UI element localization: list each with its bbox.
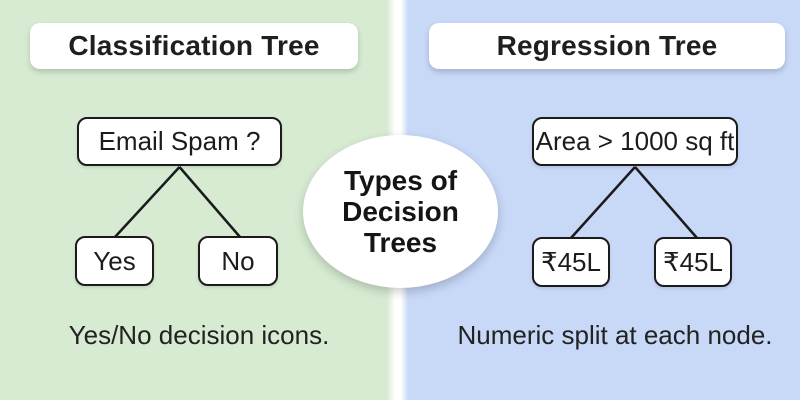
center-title-ellipse: Types of Decision Trees bbox=[303, 135, 498, 288]
branch-line-left-yes bbox=[114, 166, 181, 238]
classification-caption: Yes/No decision icons. bbox=[68, 320, 330, 350]
center-title-line-3: Trees bbox=[363, 227, 438, 258]
branch-line-right-1 bbox=[570, 166, 636, 239]
regression-tree-title: Regression Tree bbox=[429, 23, 785, 69]
node-area-split: Area > 1000 sq ft bbox=[532, 117, 738, 166]
node-price-right: ₹45L bbox=[654, 237, 732, 287]
branch-line-right-2 bbox=[634, 166, 698, 239]
center-title-line-1: Types of bbox=[343, 165, 458, 196]
node-yes: Yes bbox=[75, 236, 154, 286]
node-no: No bbox=[198, 236, 278, 286]
regression-caption: Numeric split at each node. bbox=[457, 320, 773, 350]
center-title-line-2: Decision bbox=[342, 196, 459, 227]
node-price-left: ₹45L bbox=[532, 237, 610, 287]
branch-line-left-no bbox=[178, 166, 241, 238]
node-email-spam: Email Spam ? bbox=[77, 117, 282, 166]
classification-tree-title: Classification Tree bbox=[30, 23, 358, 69]
